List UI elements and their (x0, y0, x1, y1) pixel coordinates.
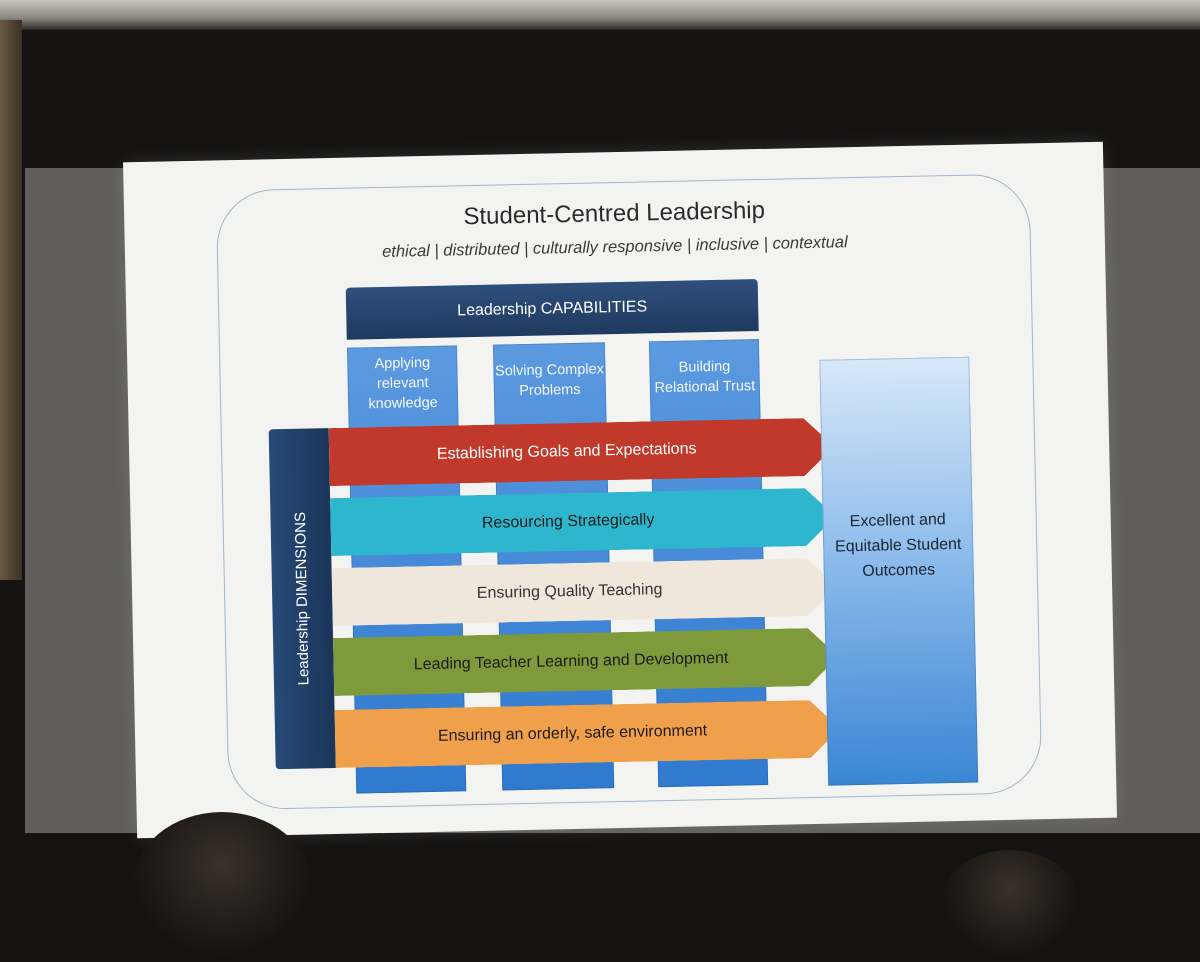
dimension-label: Resourcing Strategically (481, 511, 655, 532)
dimension-arrow: Establishing Goals and Expectations (329, 418, 835, 487)
dimension-arrow: Leading Teacher Learning and Development (333, 627, 839, 696)
capability-label: Building Relational Trust (654, 358, 756, 397)
dimension-arrow: Ensuring an orderly, safe environment (335, 699, 841, 768)
capabilities-header: Leadership CAPABILITIES (345, 279, 759, 340)
audience-head (940, 850, 1080, 960)
dimension-label: Establishing Goals and Expectations (436, 440, 697, 463)
dimension-arrow: Resourcing Strategically (330, 487, 836, 556)
slide: Student-Centred Leadership ethical | dis… (123, 141, 1117, 839)
audience-head (132, 812, 312, 962)
dimension-label: Ensuring an orderly, safe environment (437, 722, 708, 745)
capability-label: Applying relevant knowledge (368, 354, 438, 413)
capability-label: Solving Complex Problems (494, 361, 605, 400)
dimension-arrow: Ensuring Quality Teaching (332, 557, 838, 626)
room-wall (0, 20, 22, 580)
room-ceiling (0, 0, 1200, 30)
dimension-label: Ensuring Quality Teaching (476, 581, 663, 603)
dimension-label: Leading Teacher Learning and Development (413, 649, 729, 674)
outcome-label: Excellent and Equitable Student Outcomes (834, 511, 962, 580)
dimensions-label: Leadership DIMENSIONS (291, 511, 313, 686)
